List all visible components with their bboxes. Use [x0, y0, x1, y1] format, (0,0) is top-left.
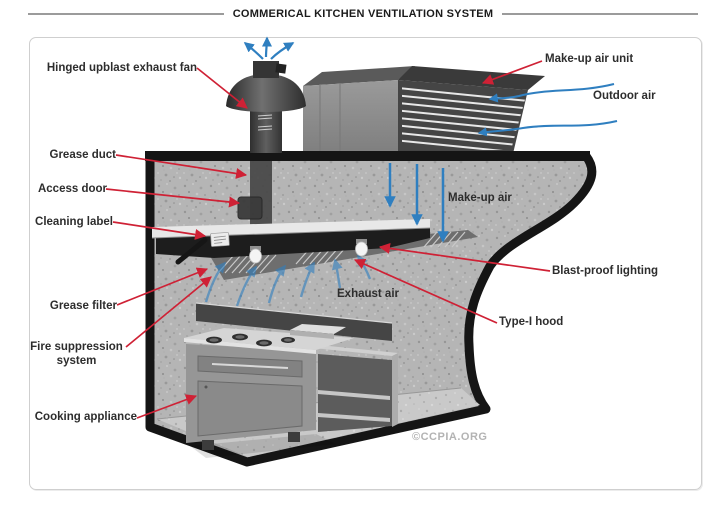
- label-cooking-appliance: Cooking appliance: [34, 411, 137, 423]
- mau-louver-top-slab: [398, 66, 545, 90]
- hood-light-left: [249, 246, 262, 264]
- title-row: COMMERICAL KITCHEN VENTILATION SYSTEM: [28, 6, 698, 22]
- fan-cowl: [226, 74, 306, 112]
- leader-cleaning-label: [112, 221, 207, 240]
- hood-light-right: [355, 239, 368, 257]
- label-makeup-air: Make-up air: [448, 192, 512, 204]
- label-makeup-air-unit: Make-up air unit: [545, 53, 634, 65]
- label-grease-filter: Grease filter: [49, 300, 117, 312]
- leader-type-i-hood: [353, 258, 498, 324]
- mau-louvers: [402, 87, 526, 150]
- outdoor-air-arrows: [477, 83, 618, 137]
- makeup-air-unit-graphic: [303, 66, 545, 158]
- exhaust-fan-graphic: [226, 61, 306, 153]
- shelving-interior: [318, 354, 392, 432]
- watermark-ccpia: ©CCPIA.ORG: [412, 431, 488, 443]
- counter-top: [184, 328, 354, 350]
- label-access-door: Access door: [37, 183, 107, 195]
- label-blast-proof-lighting: Blast-proof lighting: [552, 265, 659, 277]
- label-fire-suppression-line2: system: [56, 355, 97, 368]
- annotation-leader-lines: [105, 60, 551, 419]
- leader-grease-filter: [116, 267, 209, 306]
- label-cleaning-label: Cleaning label: [35, 216, 113, 228]
- leader-grease-duct: [115, 154, 248, 179]
- range-foot-left: [202, 440, 214, 450]
- grease-duct-graphic: [237, 158, 272, 226]
- range-door: [197, 380, 303, 437]
- label-fire-suppression-line1: Fire suppression: [30, 341, 123, 353]
- range-foot-right: [288, 432, 300, 442]
- label-hinged-upblast-exhaust-fan: Hinged upblast exhaust fan: [46, 62, 197, 74]
- access-door-graphic: [237, 196, 263, 220]
- label-type-i-hood: Type-I hood: [499, 316, 564, 328]
- leader-cooking-appliance: [136, 394, 198, 419]
- label-grease-duct: Grease duct: [49, 149, 116, 161]
- label-exhaust-air: Exhaust air: [337, 288, 399, 300]
- leader-blast-proof-lighting: [378, 242, 551, 272]
- fan-motor-handle: [275, 63, 287, 74]
- shelf-upper: [318, 390, 390, 400]
- mau-front-face: [303, 80, 398, 158]
- exhaust-air-arrows: [204, 254, 372, 307]
- label-fire-suppression-system: Fire suppression system: [28, 340, 125, 369]
- backsplash: [196, 303, 392, 341]
- leader-access-door: [105, 188, 241, 208]
- page-title: COMMERICAL KITCHEN VENTILATION SYSTEM: [232, 8, 494, 20]
- makeup-air-arrows: [384, 163, 449, 243]
- shelving-top-board: [313, 345, 398, 356]
- shelving-side-panel: [392, 353, 398, 427]
- leader-makeup-air-unit: [481, 60, 543, 85]
- fire-suppression-pipe: [175, 237, 208, 265]
- burner-grates: [206, 333, 295, 347]
- title-rule-left: [28, 13, 224, 15]
- range-graphic: [184, 302, 398, 458]
- mau-top-face: [303, 66, 415, 86]
- diagram-border-frame: [29, 37, 702, 490]
- shelf-lower: [318, 413, 390, 422]
- title-rule-right: [502, 13, 698, 15]
- fan-exhaust-arrows: [243, 36, 295, 60]
- griddle-plate: [290, 324, 346, 334]
- fan-motor-box: [253, 61, 279, 78]
- leader-fire-suppression: [125, 276, 212, 348]
- label-outdoor-air: Outdoor air: [593, 90, 656, 102]
- leader-hinged-fan: [196, 67, 248, 109]
- cleaning-label-plate: [210, 232, 230, 247]
